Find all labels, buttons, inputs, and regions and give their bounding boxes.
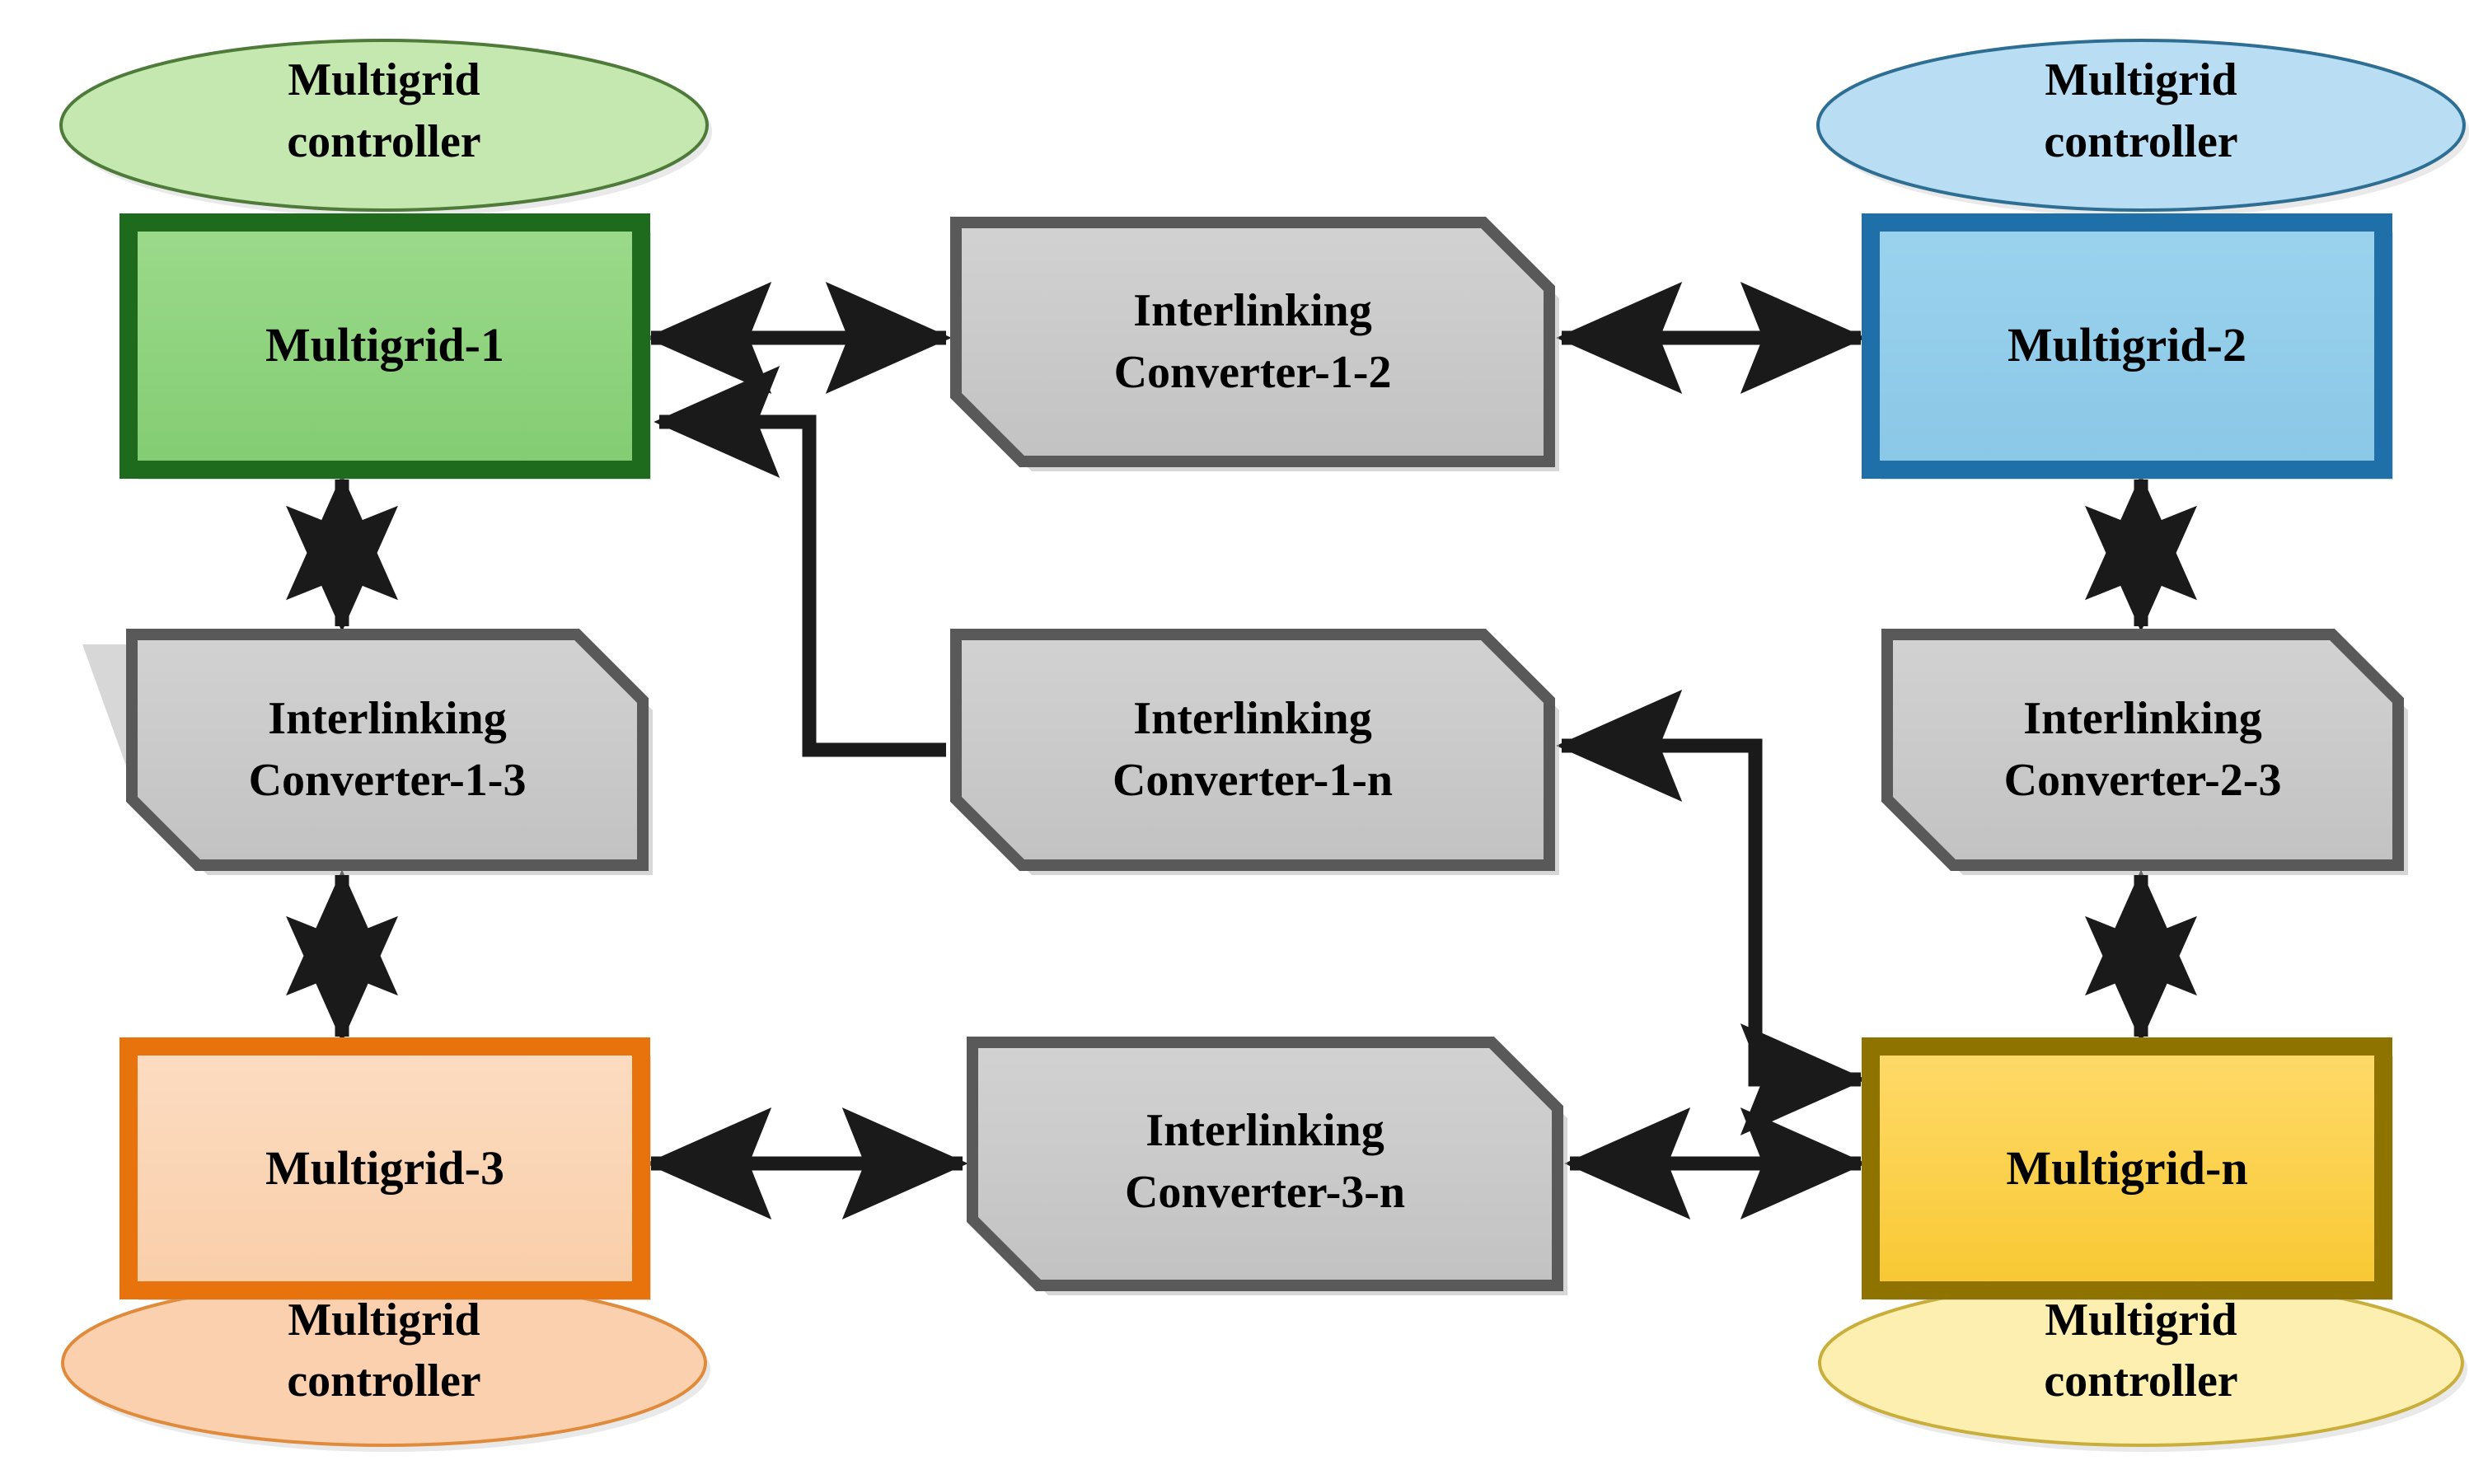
converter-node-1-2[interactable]: Interlinking Converter-1-2 <box>950 217 1559 471</box>
controller-label-line2: controller <box>287 1355 480 1407</box>
connector-conv1n-gridn-elbow <box>1556 690 1867 1135</box>
controller-ellipse-blue <box>1816 39 2466 212</box>
converter-1-n-label-line1: Interlinking <box>1133 693 1371 744</box>
converter-node-1-3[interactable]: Interlinking Converter-1-3 <box>82 629 653 875</box>
converter-2-3-label-line1: Interlinking <box>2023 693 2261 744</box>
converter-1-3-label-line2: Converter-1-3 <box>249 755 527 806</box>
multigrid-node-n[interactable]: Multigrid-n <box>1862 1037 2393 1300</box>
multigrid-node-1[interactable]: Multigrid-1 <box>119 213 651 480</box>
connector-conv1n-grid1-elbow <box>654 366 946 757</box>
multigrid-3-box <box>119 1037 650 1299</box>
converter-1-2-label-line2: Converter-1-2 <box>1114 347 1392 398</box>
converter-3-n-label-line1: Interlinking <box>1145 1105 1384 1156</box>
multigrid-node-3[interactable]: Multigrid-3 <box>119 1037 651 1300</box>
connector-layer <box>286 282 2197 1220</box>
controller-label-line1: Multigrid <box>288 54 480 105</box>
multigrid-n-label: Multigrid-n <box>2006 1141 2247 1195</box>
converter-1-2-label-line1: Interlinking <box>1133 285 1371 336</box>
converter-2-3-label-line2: Converter-2-3 <box>2004 755 2282 806</box>
converter-2-3-shape <box>1881 629 2404 871</box>
converter-1-2-shape <box>950 217 1555 467</box>
controller-node-multigrid-2[interactable]: Multigrid controller <box>1816 39 2469 217</box>
multigrid-node-2[interactable]: Multigrid-2 <box>1862 213 2393 480</box>
multigrid-1-label: Multigrid-1 <box>265 318 504 372</box>
controller-label-line2: controller <box>2044 116 2237 167</box>
multigrid-1-box <box>119 213 650 479</box>
controller-node-multigrid-3[interactable]: Multigrid controller <box>61 1279 710 1452</box>
multigrid-n-box <box>1862 1037 2392 1299</box>
converter-1-n-shape <box>950 629 1555 871</box>
converter-node-2-3[interactable]: Interlinking Converter-2-3 <box>1881 629 2408 875</box>
multigrid-2-box <box>1862 213 2392 479</box>
multigrid-2-label: Multigrid-2 <box>2008 318 2246 372</box>
converter-3-n-label-line2: Converter-3-n <box>1125 1167 1405 1218</box>
converter-node-3-n[interactable]: Interlinking Converter-3-n <box>967 1037 1567 1295</box>
converter-1-n-label-line2: Converter-1-n <box>1113 755 1393 806</box>
converter-1-3-shape <box>126 629 649 871</box>
converter-1-3-label-line1: Interlinking <box>268 693 506 744</box>
converter-3-n-shape <box>967 1037 1563 1291</box>
controller-label-line2: controller <box>2044 1355 2237 1407</box>
controller-node-multigrid-n[interactable]: Multigrid controller <box>1818 1279 2467 1452</box>
controller-label-line2: controller <box>287 116 480 167</box>
multigrid-3-label: Multigrid-3 <box>265 1141 504 1195</box>
controller-label-line1: Multigrid <box>288 1294 480 1346</box>
controller-ellipse-green <box>59 39 709 212</box>
controller-label-line1: Multigrid <box>2045 1294 2237 1346</box>
controller-label-line1: Multigrid <box>2045 54 2237 105</box>
controller-node-multigrid-1[interactable]: Multigrid controller <box>59 39 712 217</box>
converter-node-1-n[interactable]: Interlinking Converter-1-n <box>950 629 1559 875</box>
